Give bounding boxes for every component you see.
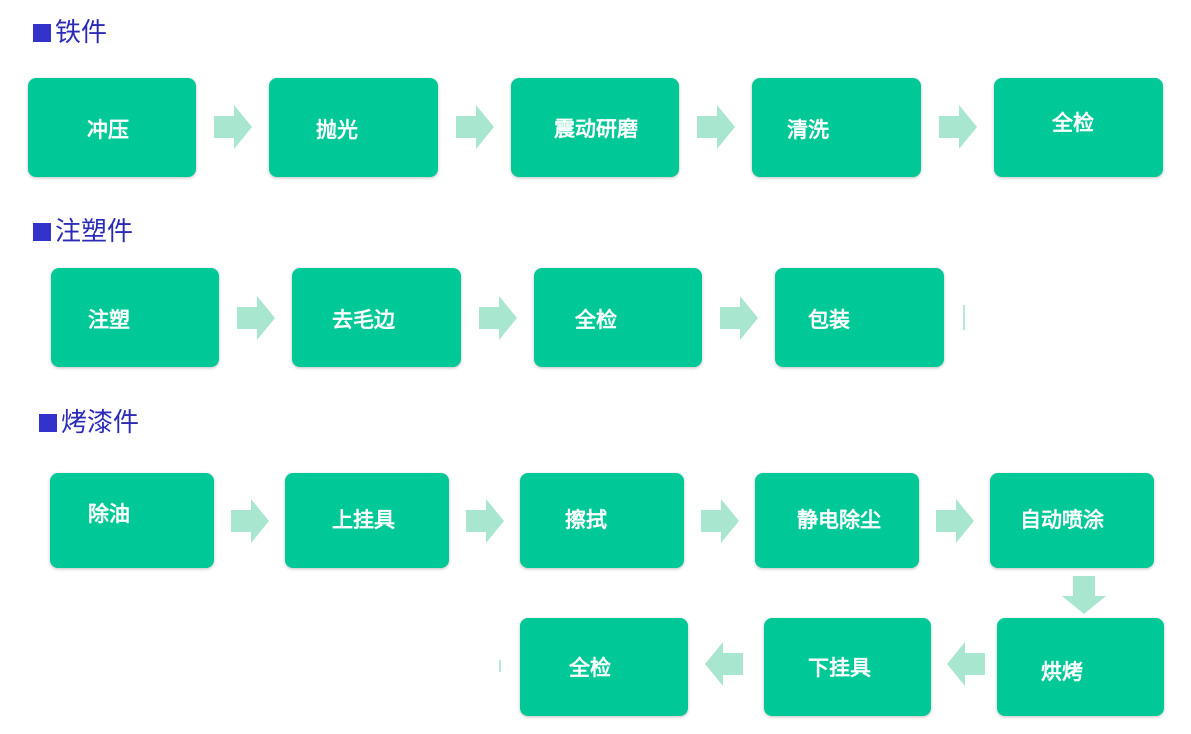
step-label: 注塑 (88, 307, 130, 332)
step-label: 除油 (88, 501, 130, 526)
step-box: 包装 (775, 268, 944, 367)
step-box: 抛光 (269, 78, 438, 177)
step-label: 烘烤 (1041, 659, 1083, 684)
arrow-right-icon (701, 499, 739, 543)
step-box: 擦拭 (520, 473, 684, 568)
arrow-right-icon (237, 296, 275, 340)
step-box: 下挂具 (764, 618, 931, 716)
arrow-right-icon (936, 499, 974, 543)
arrow-right-icon (466, 499, 504, 543)
step-label: 清洗 (787, 117, 829, 142)
step-label: 自动喷涂 (1020, 507, 1104, 532)
arrow-right-icon (231, 499, 269, 543)
step-label: 包装 (808, 307, 850, 332)
step-box: 全检 (520, 618, 688, 716)
arrow-right-icon (214, 105, 252, 149)
arrow-right-icon (720, 296, 758, 340)
section-title-text: 铁件 (55, 18, 108, 48)
divider-mark (499, 660, 501, 672)
step-label: 抛光 (316, 117, 358, 142)
arrow-right-icon (697, 105, 735, 149)
section-title-paint: 烤漆件 (39, 410, 139, 436)
step-label: 下挂具 (808, 655, 871, 680)
arrow-down-icon (1062, 576, 1106, 614)
step-box: 全检 (534, 268, 702, 367)
section-title-iron: 铁件 (33, 20, 107, 46)
step-box: 去毛边 (292, 268, 461, 367)
arrow-right-icon (456, 105, 494, 149)
divider-mark (963, 305, 965, 330)
step-box: 静电除尘 (755, 473, 919, 568)
step-box: 震动研磨 (511, 78, 679, 177)
step-label: 冲压 (87, 117, 129, 142)
arrow-left-icon (705, 642, 743, 686)
step-box: 上挂具 (285, 473, 449, 568)
step-box: 全检 (994, 78, 1163, 177)
section-title-text: 注塑件 (55, 217, 134, 247)
section-title-text: 烤漆件 (61, 408, 140, 438)
step-box: 注塑 (51, 268, 219, 367)
step-label: 上挂具 (332, 507, 395, 532)
arrow-right-icon (939, 105, 977, 149)
step-box: 自动喷涂 (990, 473, 1154, 568)
arrow-left-icon (947, 642, 985, 686)
square-marker-icon (39, 414, 57, 432)
step-label: 全检 (575, 307, 617, 332)
step-label: 擦拭 (565, 507, 607, 532)
step-box: 清洗 (752, 78, 921, 177)
step-label: 震动研磨 (554, 116, 638, 141)
step-label: 全检 (1052, 110, 1094, 135)
step-box: 烘烤 (997, 618, 1164, 716)
section-title-injection: 注塑件 (33, 219, 133, 245)
step-label: 全检 (569, 655, 611, 680)
step-box: 冲压 (28, 78, 196, 177)
square-marker-icon (33, 223, 51, 241)
square-marker-icon (33, 24, 51, 42)
arrow-right-icon (479, 296, 517, 340)
step-label: 去毛边 (332, 307, 395, 332)
step-box: 除油 (50, 473, 214, 568)
step-label: 静电除尘 (797, 507, 881, 532)
